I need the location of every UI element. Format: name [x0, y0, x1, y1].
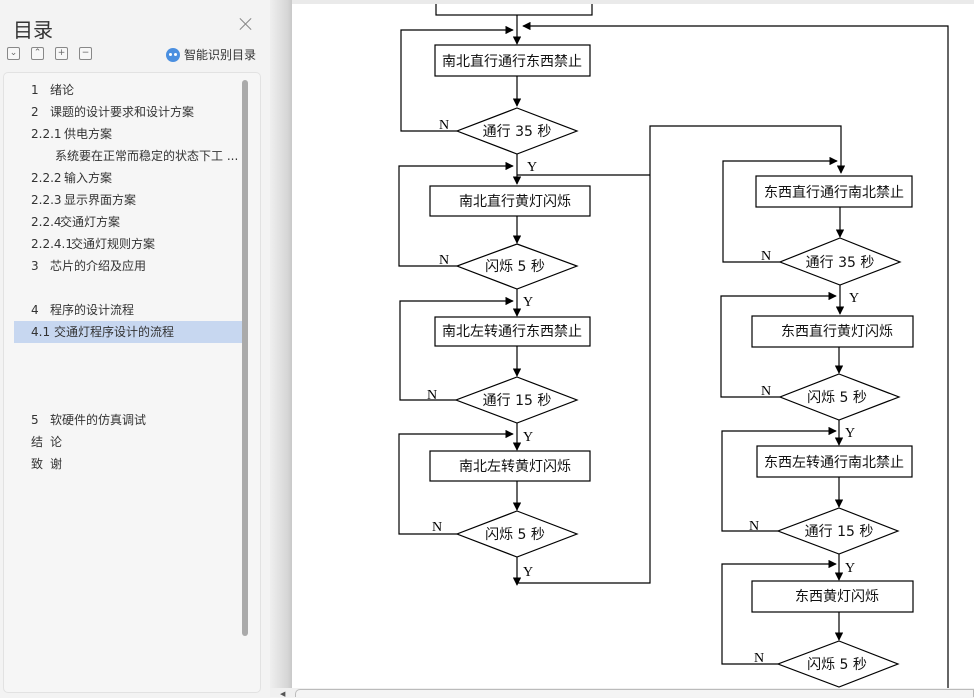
- close-icon[interactable]: [239, 17, 253, 31]
- flow-box-text: 南北左转黄灯闪烁: [459, 458, 571, 475]
- flow-box-text: 东西黄灯闪烁: [795, 588, 879, 605]
- chevron-up-icon: ⌃: [33, 48, 42, 58]
- toc-scrollbar[interactable]: [242, 80, 248, 636]
- flow-box-text: 南北直行通行东西禁止: [442, 53, 582, 70]
- sidebar-title: 目录: [13, 18, 53, 42]
- flowchart: 南北直行通行东西禁止 通行 35 秒 南北直行黄灯闪烁 闪烁 5 秒 南北左转通…: [398, 0, 949, 690]
- expand-all-button[interactable]: ⌄: [7, 47, 20, 60]
- flow-box: [434, 316, 591, 347]
- flow-box: [429, 185, 591, 217]
- plus-icon: +: [57, 48, 66, 58]
- decision-text: 闪烁 5 秒: [485, 527, 545, 543]
- flow-box-text: 东西直行黄灯闪烁: [781, 323, 893, 340]
- yes-label: Y: [523, 430, 533, 445]
- no-label: N: [749, 519, 759, 534]
- yes-label: Y: [523, 565, 533, 580]
- horizontal-scrollbar[interactable]: ◀: [270, 688, 974, 698]
- decision-text: 通行 15 秒: [805, 524, 874, 540]
- yes-label: Y: [845, 426, 855, 441]
- no-label: N: [754, 651, 764, 666]
- flow-box: [751, 580, 914, 613]
- flow-box-text: 东西左转通行南北禁止: [764, 455, 904, 471]
- ai-icon: [166, 47, 180, 62]
- window-top-edge: [0, 0, 974, 4]
- flow-box: [429, 450, 591, 482]
- smart-toc-button[interactable]: 智能识别目录: [166, 46, 256, 63]
- add-heading-button[interactable]: +: [55, 47, 68, 60]
- no-label: N: [439, 118, 449, 133]
- return-loop-line: [522, 21, 949, 690]
- yes-label: Y: [849, 291, 859, 306]
- page-gutter: [270, 0, 292, 697]
- flow-box: [756, 445, 913, 478]
- decision-text: 闪烁 5 秒: [807, 657, 867, 673]
- no-label: N: [761, 384, 771, 399]
- scroll-left-icon[interactable]: ◀: [280, 690, 286, 698]
- yes-label: Y: [523, 295, 533, 310]
- decision-text: 闪烁 5 秒: [485, 259, 545, 275]
- flow-box: [755, 175, 913, 208]
- decision-text: 通行 35 秒: [483, 124, 552, 140]
- chevron-down-icon: ⌄: [9, 48, 18, 58]
- flow-box-text: 南北直行黄灯闪烁: [459, 193, 571, 210]
- toc-item[interactable]: 系统要在正常而稳定的状态下工 ...: [55, 149, 239, 163]
- decision-text: 通行 15 秒: [483, 393, 552, 409]
- flow-box-text: 东西直行通行南北禁止: [764, 184, 904, 201]
- smart-toc-label: 智能识别目录: [184, 48, 257, 62]
- minus-icon: −: [81, 48, 90, 58]
- decision-text: 闪烁 5 秒: [807, 390, 867, 406]
- collapse-all-button[interactable]: ⌃: [31, 47, 44, 60]
- flow-box-text: 南北左转通行东西禁止: [442, 324, 582, 340]
- decision-text: 通行 35 秒: [806, 255, 875, 271]
- toc-item[interactable]: 致谢: [31, 457, 63, 471]
- horizontal-scroll-thumb[interactable]: [295, 689, 974, 697]
- remove-heading-button[interactable]: −: [79, 47, 92, 60]
- yes-label: Y: [845, 561, 855, 576]
- flow-box: [434, 44, 591, 77]
- yes-label: Y: [527, 160, 537, 175]
- init-box: [435, 0, 593, 16]
- no-label: N: [761, 249, 771, 264]
- no-label: N: [427, 388, 437, 403]
- document-page: 南北直行通行东西禁止 通行 35 秒 南北直行黄灯闪烁 闪烁 5 秒 南北左转通…: [292, 0, 974, 690]
- no-label: N: [432, 520, 442, 535]
- no-label: N: [439, 253, 449, 268]
- flow-box: [751, 315, 914, 348]
- decision-diamond: [776, 640, 900, 688]
- toc-item[interactable]: 结论: [31, 435, 63, 449]
